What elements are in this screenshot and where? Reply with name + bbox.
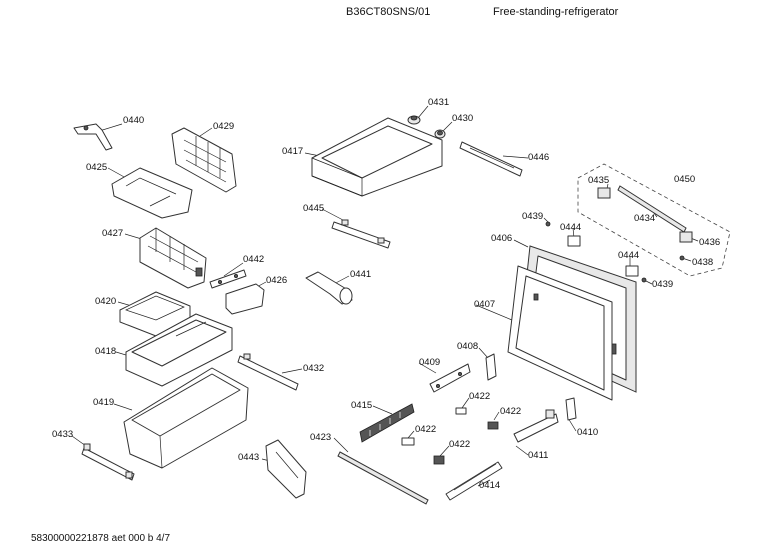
callout-0415: 0415 <box>351 400 373 411</box>
part-0419-bin <box>123 367 249 469</box>
part-0427 <box>139 227 207 289</box>
part-0423-rod <box>337 451 429 505</box>
model-number: B36CT80SNS/01 <box>346 6 431 18</box>
callout-0408: 0408 <box>457 341 479 352</box>
callout-0450: 0450 <box>674 174 696 185</box>
callout-0425: 0425 <box>86 162 108 173</box>
part-0433-rail <box>81 443 135 481</box>
part-0422-clips <box>401 407 499 465</box>
callout-0443: 0443 <box>238 452 260 463</box>
callout-0434: 0434 <box>634 213 656 224</box>
part-0430-knob <box>434 129 446 139</box>
callout-0439-upper: 0439 <box>522 211 544 222</box>
part-0407-gasket <box>507 265 613 401</box>
callout-0440: 0440 <box>123 115 145 126</box>
part-0408 <box>485 353 497 381</box>
part-0446-rail <box>459 141 523 177</box>
part-0440 <box>73 123 113 151</box>
part-0418-drawer <box>125 313 233 387</box>
callout-0422-d: 0422 <box>449 439 471 450</box>
callout-0439-lower: 0439 <box>652 279 674 290</box>
part-0441-funnel <box>305 271 353 305</box>
part-0443 <box>265 439 307 499</box>
callout-0431: 0431 <box>428 97 450 108</box>
part-0415 <box>359 403 415 443</box>
part-0409 <box>429 363 471 393</box>
callout-0429: 0429 <box>213 121 235 132</box>
product-type: Free-standing-refrigerator <box>493 6 619 18</box>
callout-0444-lower: 0444 <box>618 250 640 261</box>
part-0436 <box>679 231 693 243</box>
callout-0433: 0433 <box>52 429 74 440</box>
callout-0446: 0446 <box>528 152 550 163</box>
part-0410 <box>565 397 577 421</box>
document-code: 58300000221878 aet 000 b 4/7 <box>31 533 171 544</box>
callout-0418: 0418 <box>95 346 117 357</box>
part-group-0450 <box>577 163 731 277</box>
part-0414-slide <box>445 461 503 501</box>
callout-0411: 0411 <box>528 450 549 461</box>
callout-0441: 0441 <box>350 269 372 280</box>
callout-0445: 0445 <box>303 203 325 214</box>
part-0434 <box>617 185 687 233</box>
callout-0422-c: 0422 <box>415 424 437 435</box>
callout-0407: 0407 <box>474 299 496 310</box>
callout-0426: 0426 <box>266 275 288 286</box>
callout-0417: 0417 <box>282 146 304 157</box>
part-0425 <box>111 167 193 219</box>
callout-0432: 0432 <box>303 363 325 374</box>
callout-0409: 0409 <box>419 357 441 368</box>
callout-0420: 0420 <box>95 296 117 307</box>
callout-0419: 0419 <box>93 397 115 408</box>
callout-0427: 0427 <box>102 228 124 239</box>
part-0439-screws <box>545 221 647 283</box>
callout-0435: 0435 <box>588 175 610 186</box>
part-0431-knob <box>407 115 421 125</box>
part-0435 <box>597 187 611 199</box>
part-0411 <box>513 409 559 443</box>
callout-0442: 0442 <box>243 254 265 265</box>
part-0432-rail <box>237 353 299 391</box>
callout-0438: 0438 <box>692 257 714 268</box>
part-0438 <box>679 255 685 261</box>
part-0426 <box>225 283 265 315</box>
callout-0436: 0436 <box>699 237 721 248</box>
callout-0422-b: 0422 <box>500 406 522 417</box>
part-0429-rack <box>171 127 237 193</box>
callout-0414: 0414 <box>479 480 501 491</box>
part-0442 <box>209 269 247 289</box>
callout-0406: 0406 <box>491 233 513 244</box>
part-0417-drawer <box>311 117 443 197</box>
callout-0444-upper: 0444 <box>560 222 582 233</box>
part-0445-rail <box>331 219 391 249</box>
callout-0423: 0423 <box>310 432 332 443</box>
callout-0410: 0410 <box>577 427 599 438</box>
callout-0422-a: 0422 <box>469 391 491 402</box>
callout-0430: 0430 <box>452 113 474 124</box>
part-0444-clips <box>567 235 639 277</box>
